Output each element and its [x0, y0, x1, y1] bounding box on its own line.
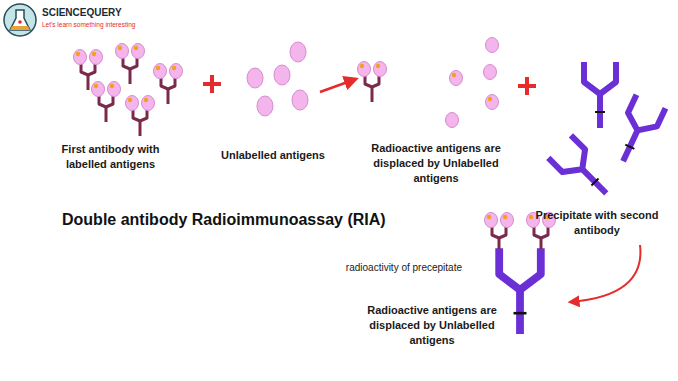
radio-label	[110, 84, 114, 88]
unlabelled-antigens	[247, 42, 308, 116]
radio-label	[172, 66, 176, 70]
antigen	[108, 82, 121, 97]
radio-label	[118, 46, 122, 50]
antigen	[374, 62, 387, 77]
radio-label	[94, 84, 98, 88]
radio-label	[452, 73, 456, 77]
step-caption: Radioactive antigens are displaced by Un…	[356, 141, 516, 186]
antigen	[358, 62, 371, 77]
radio-label	[529, 215, 533, 219]
antigen	[132, 44, 145, 59]
radio-label	[134, 46, 138, 50]
antigen	[486, 95, 499, 110]
first-antibody	[358, 62, 387, 103]
first-antibody	[92, 82, 121, 123]
first-antibody	[485, 213, 514, 250]
radio-label	[92, 52, 96, 56]
antigen	[486, 38, 499, 53]
reaction-arrow	[570, 245, 640, 302]
step-caption: Radioactive antigens are displaced by Un…	[352, 303, 512, 348]
plus-sign	[203, 75, 221, 93]
reaction-arrow	[320, 79, 356, 92]
antigen	[257, 96, 273, 116]
antigen	[501, 213, 514, 228]
antigen	[126, 96, 139, 111]
first-antibody	[154, 64, 183, 105]
second-antibody	[609, 95, 666, 168]
antigen	[450, 71, 463, 86]
antigen	[116, 44, 129, 59]
antigen	[142, 96, 155, 111]
radio-label	[376, 64, 380, 68]
antigen	[247, 68, 263, 88]
radio-label	[128, 98, 132, 102]
radio-label	[76, 52, 80, 56]
radio-label	[488, 97, 492, 101]
first-antibody	[126, 96, 155, 137]
step-caption: First antibody with labelled antigens	[48, 142, 173, 172]
brand-tagline: Let's learn something interesting	[42, 21, 135, 30]
radio-label	[144, 98, 148, 102]
plus-sign	[518, 77, 536, 95]
radio-label	[156, 66, 160, 70]
radio-label	[503, 215, 507, 219]
antigen	[90, 50, 103, 65]
antigen	[446, 113, 459, 128]
first-antibody	[116, 44, 145, 85]
diagram-title: Double antibody Radioimmunoassay (RIA)	[62, 209, 386, 231]
antigen	[292, 90, 308, 110]
antigen	[485, 213, 498, 228]
antigen	[484, 65, 497, 80]
antigen	[154, 64, 167, 79]
step-caption: Precipitate with second antibody	[522, 208, 672, 238]
second-antibody	[548, 135, 617, 204]
antigen	[274, 65, 290, 85]
radio-label	[360, 64, 364, 68]
second-antibody	[499, 248, 541, 334]
brand-name: SCIENCEQUERY	[42, 6, 122, 20]
antigen	[170, 64, 183, 79]
second-antibody	[584, 62, 616, 128]
displaced-antigens	[446, 38, 499, 128]
logo-icon	[4, 4, 36, 36]
antigen	[92, 82, 105, 97]
radio-label	[487, 215, 491, 219]
step-caption: Unlabelled antigens	[208, 148, 338, 163]
antigen	[74, 50, 87, 65]
antigen	[290, 42, 306, 62]
step-caption: radioactivity of precepitate	[302, 261, 462, 275]
